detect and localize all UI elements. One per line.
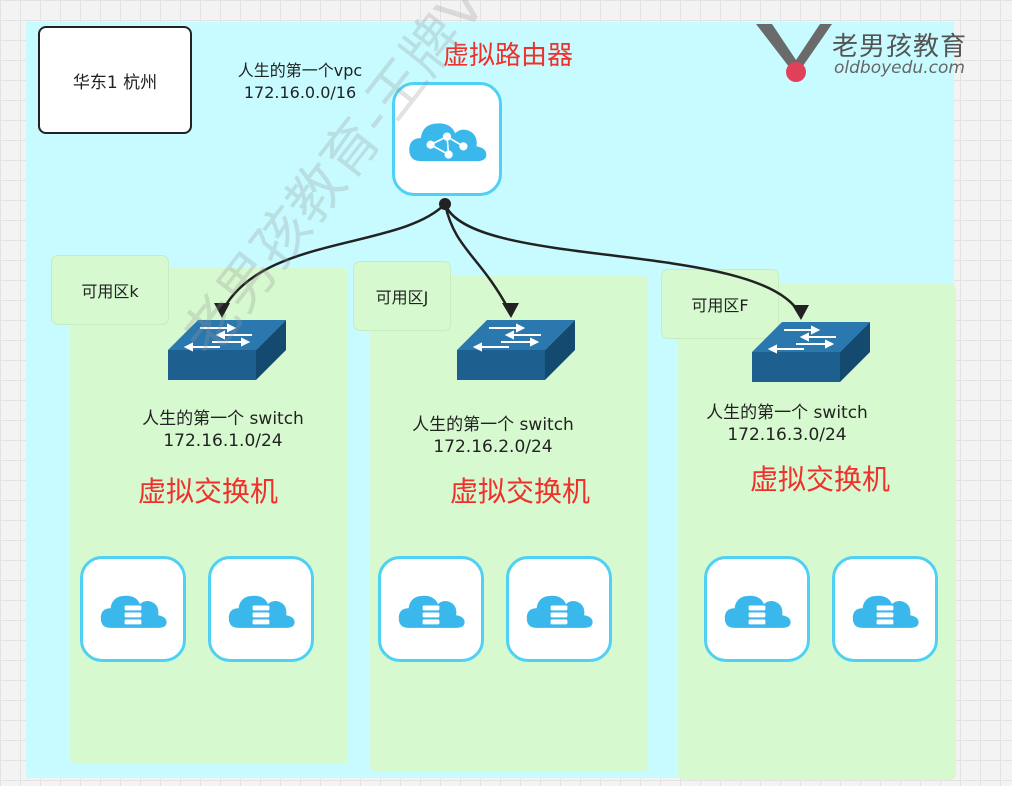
cloud-server-icon <box>852 595 919 628</box>
logo-url: oldboyedu.com <box>834 58 965 78</box>
region-label: 华东1 杭州 <box>72 72 158 93</box>
logo-name: 老男孩教育 <box>832 32 968 62</box>
zone-tag-f: 可用区F <box>662 270 778 338</box>
arrow-head-f <box>792 305 809 320</box>
vpc-cidr: 172.16.0.0/16 <box>243 83 357 102</box>
switch-info-k: 人生的第一个 switch 172.16.1.0/24 <box>108 408 338 452</box>
vswitch-label-j: 虚拟交换机 <box>449 475 590 508</box>
link-to-switch-k <box>220 203 446 313</box>
ecs-host-k2 <box>208 556 314 662</box>
switch-icon <box>168 320 287 381</box>
ecs-host-k1 <box>80 556 186 662</box>
ecs-host-j1 <box>378 556 484 662</box>
ecs-host-f2 <box>832 556 938 662</box>
switch-name: 人生的第一个 switch <box>142 409 304 429</box>
cloud-server-icon <box>398 595 465 628</box>
switch-info-j: 人生的第一个 switch 172.16.2.0/24 <box>378 414 608 458</box>
cloud-server-icon <box>228 595 295 628</box>
vswitch-label-k: 虚拟交换机 <box>137 475 278 508</box>
switch-info-f: 人生的第一个 switch 172.16.3.0/24 <box>672 402 902 446</box>
switch-name: 人生的第一个 switch <box>706 403 868 423</box>
region-box: 华东1 杭州 <box>38 26 192 134</box>
oldboy-logo-icon <box>756 24 832 82</box>
zone-tag-label: 可用区k <box>81 282 139 301</box>
switch-icon <box>752 322 871 383</box>
switch-cidr: 172.16.3.0/24 <box>727 425 847 445</box>
cloud-server-icon <box>526 595 593 628</box>
zone-tag-label: 可用区F <box>691 296 749 315</box>
ecs-host-j2 <box>506 556 612 662</box>
cloud-server-icon <box>100 595 167 628</box>
switch-cidr: 172.16.2.0/24 <box>433 437 553 457</box>
cloud-server-icon <box>724 595 791 628</box>
router-node <box>392 82 502 196</box>
arrow-head-j <box>502 303 519 318</box>
cloud-network-icon <box>409 123 487 162</box>
switch-icon <box>457 320 576 381</box>
vswitch-label-f: 虚拟交换机 <box>749 463 890 496</box>
router-port-dot <box>439 198 451 210</box>
router-label: 虚拟路由器 <box>442 41 573 71</box>
vpc-name: 人生的第一个vpc <box>237 61 363 80</box>
ecs-host-f1 <box>704 556 810 662</box>
zone-tag-label: 可用区J <box>375 288 429 307</box>
switch-name: 人生的第一个 switch <box>412 415 574 435</box>
vpc-info: 人生的第一个vpc 172.16.0.0/16 <box>200 60 400 104</box>
link-to-switch-j <box>443 203 512 313</box>
arrow-head-k <box>214 303 230 318</box>
link-to-switch-f <box>443 203 802 315</box>
switch-cidr: 172.16.1.0/24 <box>163 431 283 451</box>
zone-tag-k: 可用区k <box>52 256 168 324</box>
zone-tag-j: 可用区J <box>354 262 450 330</box>
